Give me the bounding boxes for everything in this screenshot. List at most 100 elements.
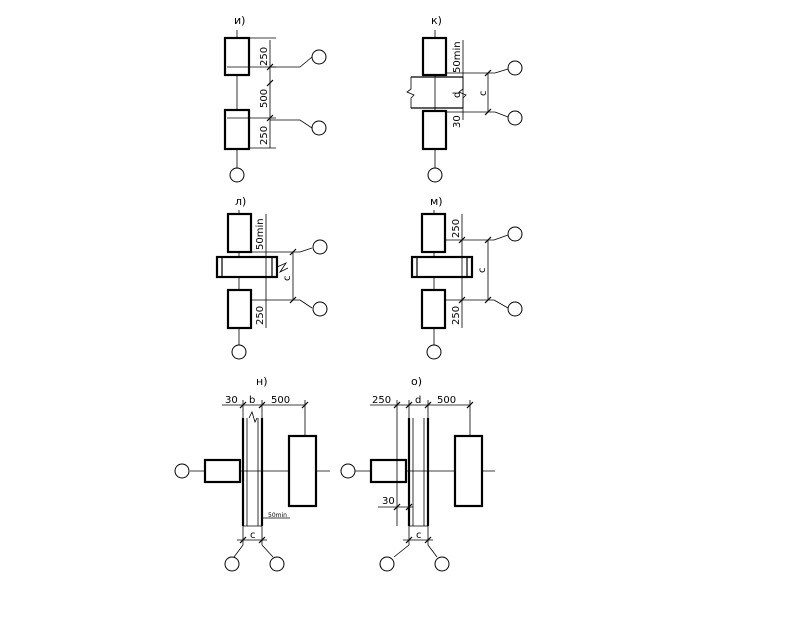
leader-line	[270, 119, 313, 129]
leader-line	[261, 544, 274, 558]
tick	[239, 401, 247, 409]
tick	[405, 401, 413, 409]
tick	[266, 114, 274, 122]
dim-text: 250	[259, 126, 270, 145]
column-right	[453, 434, 484, 508]
marker-circle	[507, 60, 523, 76]
marker-circle	[434, 556, 450, 572]
column-bottom	[226, 288, 253, 330]
figure-m: м) 250 c 250	[410, 195, 523, 360]
break-mark	[276, 262, 289, 274]
figure-i: и) 250 500 250	[223, 14, 327, 183]
marker-circle	[311, 49, 327, 65]
dim-text: c	[416, 530, 422, 541]
marker-circle	[229, 167, 245, 183]
dim-text: c	[250, 530, 256, 541]
leader-line	[299, 299, 313, 309]
break-line	[406, 77, 415, 108]
dim-text: 250	[451, 219, 462, 238]
leader-line	[393, 544, 410, 558]
figure-n: н) 30 b 500 50min c	[174, 375, 330, 572]
marker-circle	[507, 110, 523, 126]
beam	[410, 255, 474, 279]
column-top	[226, 212, 253, 254]
tick	[266, 79, 274, 87]
marker-circle	[507, 226, 523, 242]
leader-line	[493, 299, 509, 309]
marker-circle	[340, 463, 356, 479]
tick	[393, 503, 401, 511]
dim-text: 50min	[452, 41, 463, 73]
dim-text: d	[415, 395, 421, 406]
marker-circle	[231, 344, 247, 360]
figure-label-i: и)	[234, 14, 245, 27]
marker-circle	[426, 344, 442, 360]
dim-text: 500	[271, 395, 290, 406]
tick	[484, 108, 492, 116]
tick	[466, 401, 474, 409]
figure-label-m: м)	[430, 195, 443, 208]
tick	[484, 236, 492, 244]
tick	[258, 401, 266, 409]
dim-text: c	[477, 268, 488, 274]
dim-text: 50min	[255, 218, 266, 250]
beam	[215, 255, 279, 279]
column-bottom	[223, 108, 251, 151]
tick	[484, 69, 492, 77]
figure-label-k: к)	[431, 14, 442, 27]
leader-line	[270, 56, 313, 68]
tick	[258, 536, 266, 544]
column-top	[420, 212, 447, 254]
dim-text: 30	[225, 395, 238, 406]
column-left	[203, 458, 242, 484]
figure-k: к) 50min d c 30	[406, 14, 523, 183]
figure-label-n: н)	[256, 375, 267, 388]
dim-text: 250	[255, 306, 266, 325]
leader-line	[493, 234, 509, 241]
dim-text: b	[249, 395, 255, 406]
dim-text: c	[282, 276, 293, 282]
marker-circle	[427, 167, 443, 183]
tick	[458, 236, 466, 244]
column-bottom	[421, 109, 448, 151]
column-top	[223, 36, 251, 77]
marker-circle	[312, 239, 328, 255]
leader-line	[494, 68, 509, 74]
dim-text: 50min	[268, 512, 287, 519]
column-left	[369, 458, 408, 484]
tick	[458, 296, 466, 304]
figure-label-o: о)	[411, 375, 422, 388]
marker-circle	[174, 463, 190, 479]
dim-text: 30	[382, 496, 395, 507]
tick	[424, 536, 432, 544]
tick	[424, 401, 432, 409]
marker-circle	[224, 556, 240, 572]
tick	[405, 536, 413, 544]
marker-circle	[312, 301, 328, 317]
leader-line	[427, 544, 438, 558]
dim-text: d	[452, 92, 463, 98]
leader-line	[494, 111, 509, 118]
break-mark	[248, 410, 258, 424]
column-right	[287, 434, 318, 508]
dim-text: 500	[259, 89, 270, 108]
tick	[301, 401, 309, 409]
marker-circle	[379, 556, 395, 572]
tick	[484, 296, 492, 304]
leader-line	[233, 544, 244, 558]
column-bottom	[420, 288, 447, 330]
marker-circle	[507, 301, 523, 317]
dim-text: 500	[437, 395, 456, 406]
column-top	[421, 36, 448, 77]
dim-text: 250	[451, 306, 462, 325]
tick	[289, 248, 297, 256]
leader-line	[299, 247, 313, 253]
figure-o: о) 250 d 500 30 c	[340, 375, 495, 572]
marker-circle	[311, 120, 327, 136]
dim-text: c	[478, 91, 489, 97]
tick	[239, 536, 247, 544]
dim-text: 250	[372, 395, 391, 406]
marker-circle	[269, 556, 285, 572]
